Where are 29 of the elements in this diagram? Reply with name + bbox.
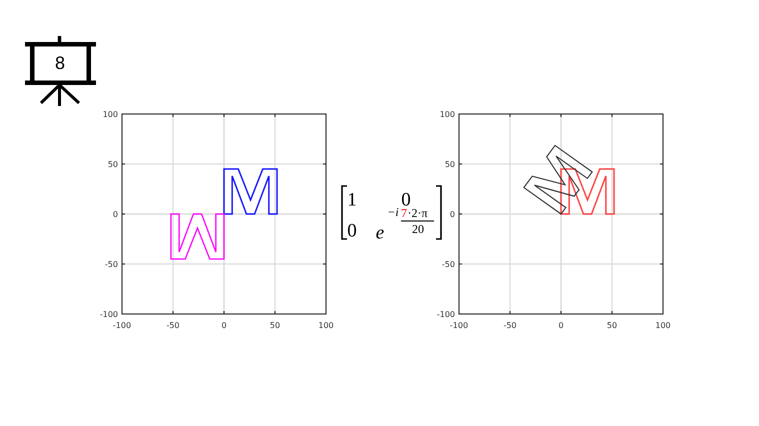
tick-label: -100	[112, 321, 132, 330]
matrix-entry: e	[376, 224, 384, 242]
tick-label: 50	[270, 321, 280, 330]
tick-label: -50	[442, 260, 455, 269]
tick-label: 0	[221, 321, 227, 330]
numerator-text: ·2·π	[408, 207, 428, 219]
tick-label: -50	[503, 321, 517, 330]
matrix-entry: 0	[347, 222, 357, 240]
tick-label: -50	[166, 321, 180, 330]
tick-label: 100	[440, 110, 455, 119]
matrix-entry: 0	[401, 190, 411, 210]
tick-label: 0	[450, 210, 455, 219]
exponent-text: −i	[387, 206, 399, 218]
tick-label: 50	[444, 160, 455, 169]
tick-label: -100	[450, 321, 468, 330]
tick-label: 0	[558, 321, 564, 330]
tick-label: -100	[100, 310, 118, 319]
tick-label: 100	[655, 321, 671, 330]
tick-label: 0	[112, 210, 118, 219]
tick-label: 100	[318, 321, 334, 330]
matrix-entry: 1	[347, 190, 357, 210]
tick-label: 100	[102, 110, 118, 119]
tick-label: -100	[436, 310, 455, 319]
tick-label: 50	[606, 321, 618, 330]
tick-label: -50	[104, 260, 118, 269]
tick-label: 50	[108, 160, 118, 169]
numerator-text: 7	[401, 207, 407, 219]
denominator-text: 20	[412, 223, 424, 235]
slide-number: 8	[55, 54, 65, 72]
